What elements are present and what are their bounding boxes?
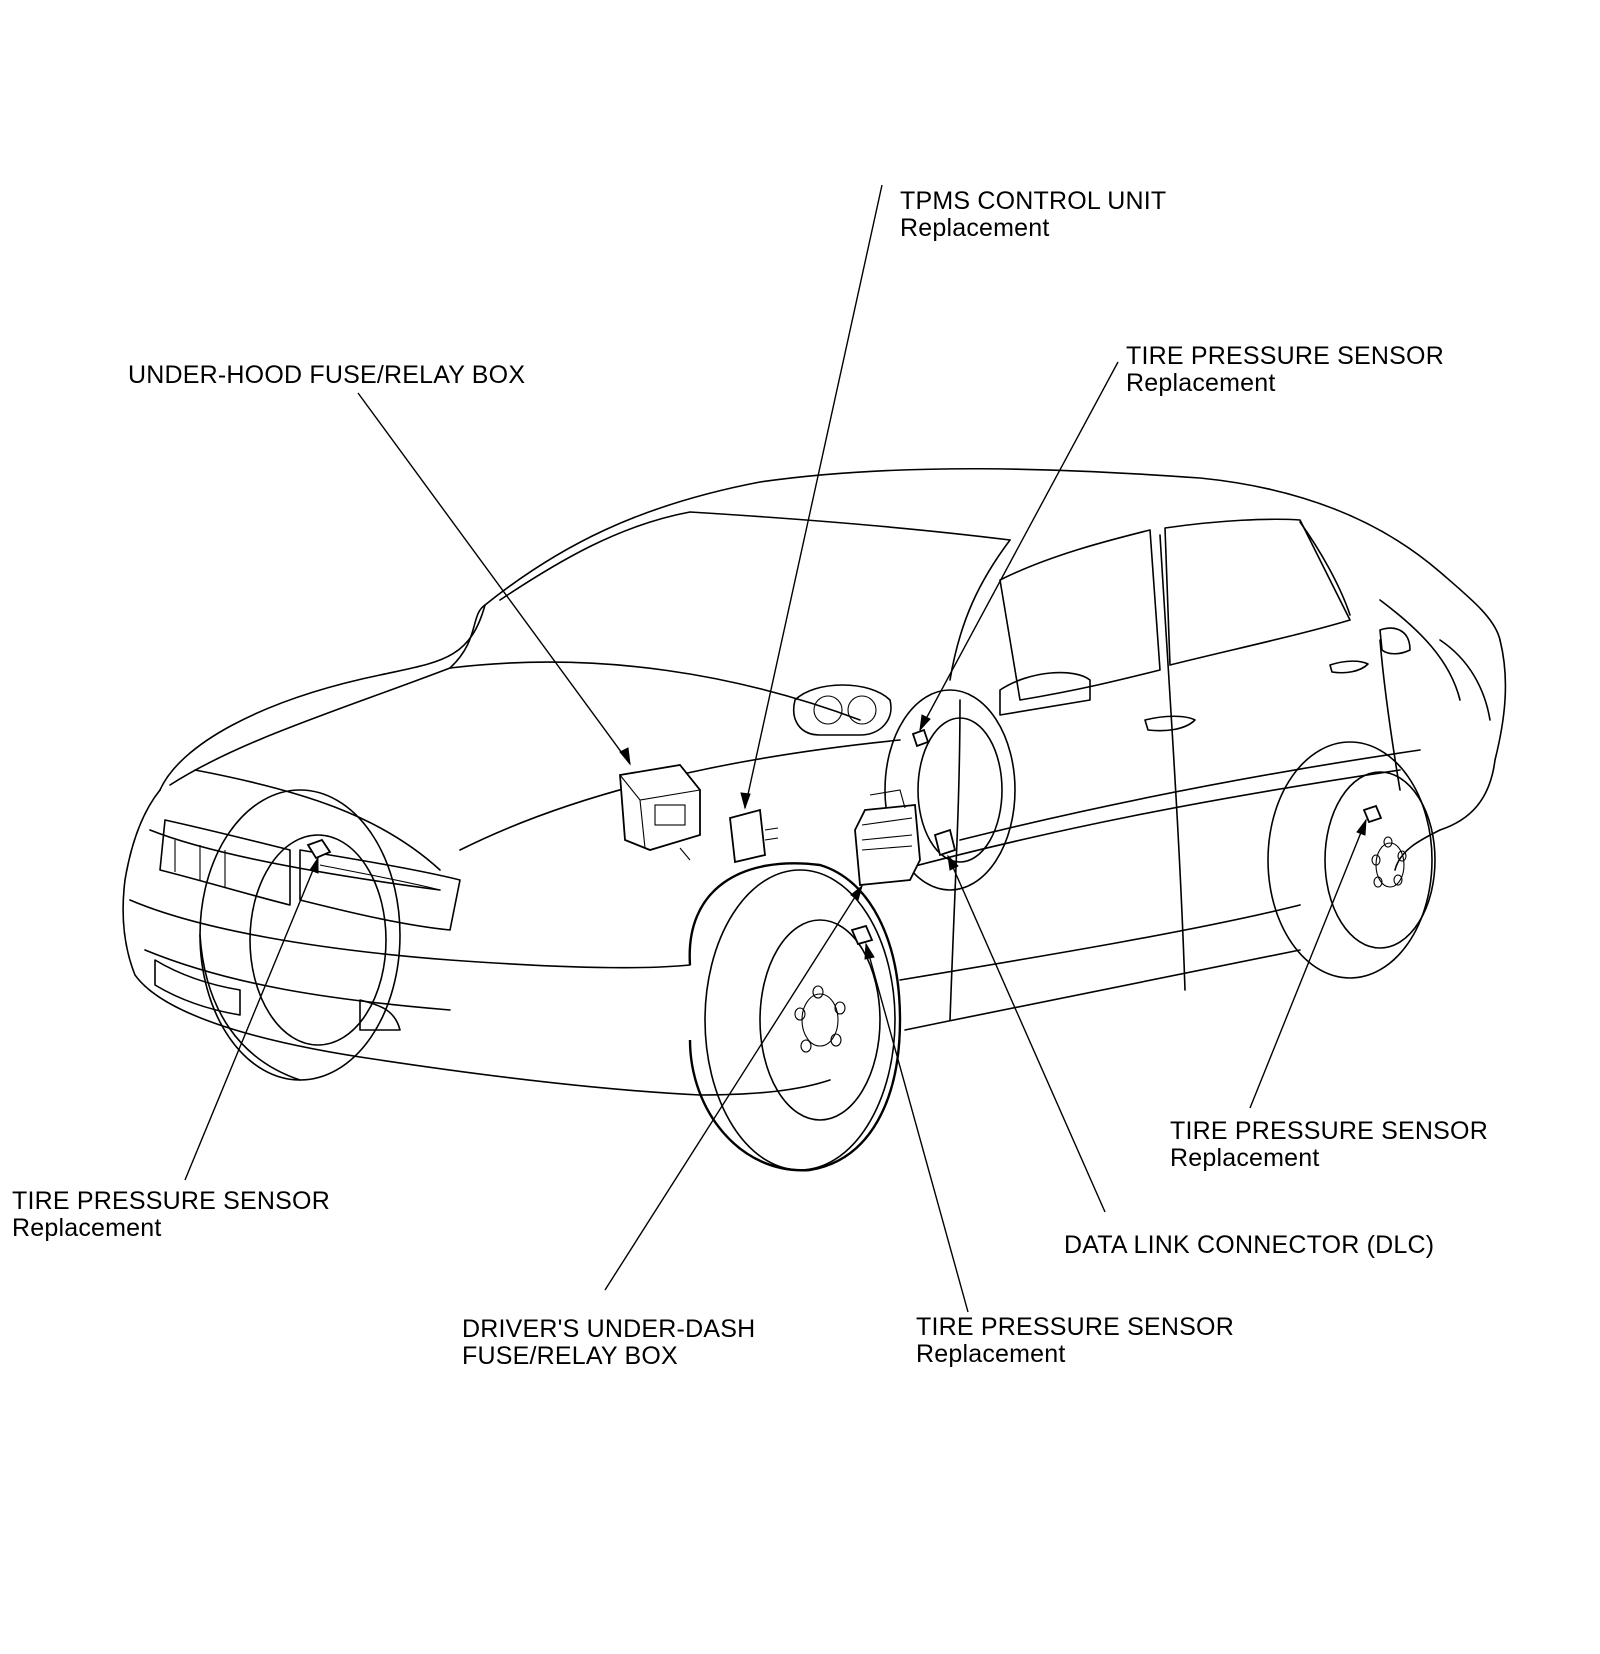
under-dash-fuse-box-part — [854, 789, 921, 886]
under-hood-fuse-box-part — [619, 764, 701, 861]
label-tpms-control-unit-sub: Replacement — [900, 214, 1050, 242]
tire-sensor-rear-left-part — [911, 728, 930, 748]
label-drivers-under-dash-fuse-box-title: DRIVER'S UNDER-DASH — [462, 1315, 756, 1343]
label-tire-sensor-top-right-sub: Replacement — [1126, 369, 1276, 397]
label-under-hood-fuse-box: UNDER-HOOD FUSE/RELAY BOX — [128, 362, 525, 389]
label-drivers-under-dash-fuse-box-sub: FUSE/RELAY BOX — [462, 1342, 678, 1370]
tpms-control-unit-part — [729, 808, 779, 864]
label-drivers-under-dash-fuse-box: DRIVER'S UNDER-DASH FUSE/RELAY BOX — [462, 1316, 755, 1370]
label-tpms-control-unit: TPMS CONTROL UNIT Replacement — [900, 188, 1166, 242]
front-right-wheel — [688, 862, 902, 1172]
leader-lines — [184, 184, 1367, 1313]
rear-right-wheel — [1267, 741, 1436, 979]
label-under-hood-fuse-box-title: UNDER-HOOD FUSE/RELAY BOX — [128, 361, 526, 389]
tire-sensor-rear-right-part — [1362, 804, 1383, 824]
label-tire-sensor-rear-right-sub: Replacement — [1170, 1144, 1320, 1172]
front-left-wheel — [199, 789, 401, 1081]
label-tire-sensor-rear-right: TIRE PRESSURE SENSOR Replacement — [1170, 1118, 1488, 1172]
label-tire-sensor-front-left-sub: Replacement — [12, 1214, 162, 1242]
car-body-outline — [122, 467, 1507, 1096]
label-tire-sensor-front-right: TIRE PRESSURE SENSOR Replacement — [916, 1314, 1234, 1368]
label-tire-sensor-top-right: TIRE PRESSURE SENSOR Replacement — [1126, 343, 1444, 397]
label-data-link-connector: DATA LINK CONNECTOR (DLC) — [1064, 1232, 1434, 1259]
tire-sensor-front-left-part — [306, 838, 332, 860]
label-tire-sensor-front-right-title: TIRE PRESSURE SENSOR — [916, 1313, 1234, 1341]
label-tpms-control-unit-title: TPMS CONTROL UNIT — [900, 187, 1167, 215]
data-link-connector-part — [933, 828, 957, 857]
label-tire-sensor-front-left: TIRE PRESSURE SENSOR Replacement — [12, 1188, 330, 1242]
label-data-link-connector-title: DATA LINK CONNECTOR (DLC) — [1064, 1231, 1435, 1259]
tire-sensor-front-right-part — [850, 924, 874, 946]
rear-left-wheel — [884, 689, 1016, 891]
label-tire-sensor-front-left-title: TIRE PRESSURE SENSOR — [12, 1187, 330, 1215]
label-tire-sensor-front-right-sub: Replacement — [916, 1340, 1066, 1368]
label-tire-sensor-top-right-title: TIRE PRESSURE SENSOR — [1126, 342, 1444, 370]
label-tire-sensor-rear-right-title: TIRE PRESSURE SENSOR — [1170, 1117, 1488, 1145]
